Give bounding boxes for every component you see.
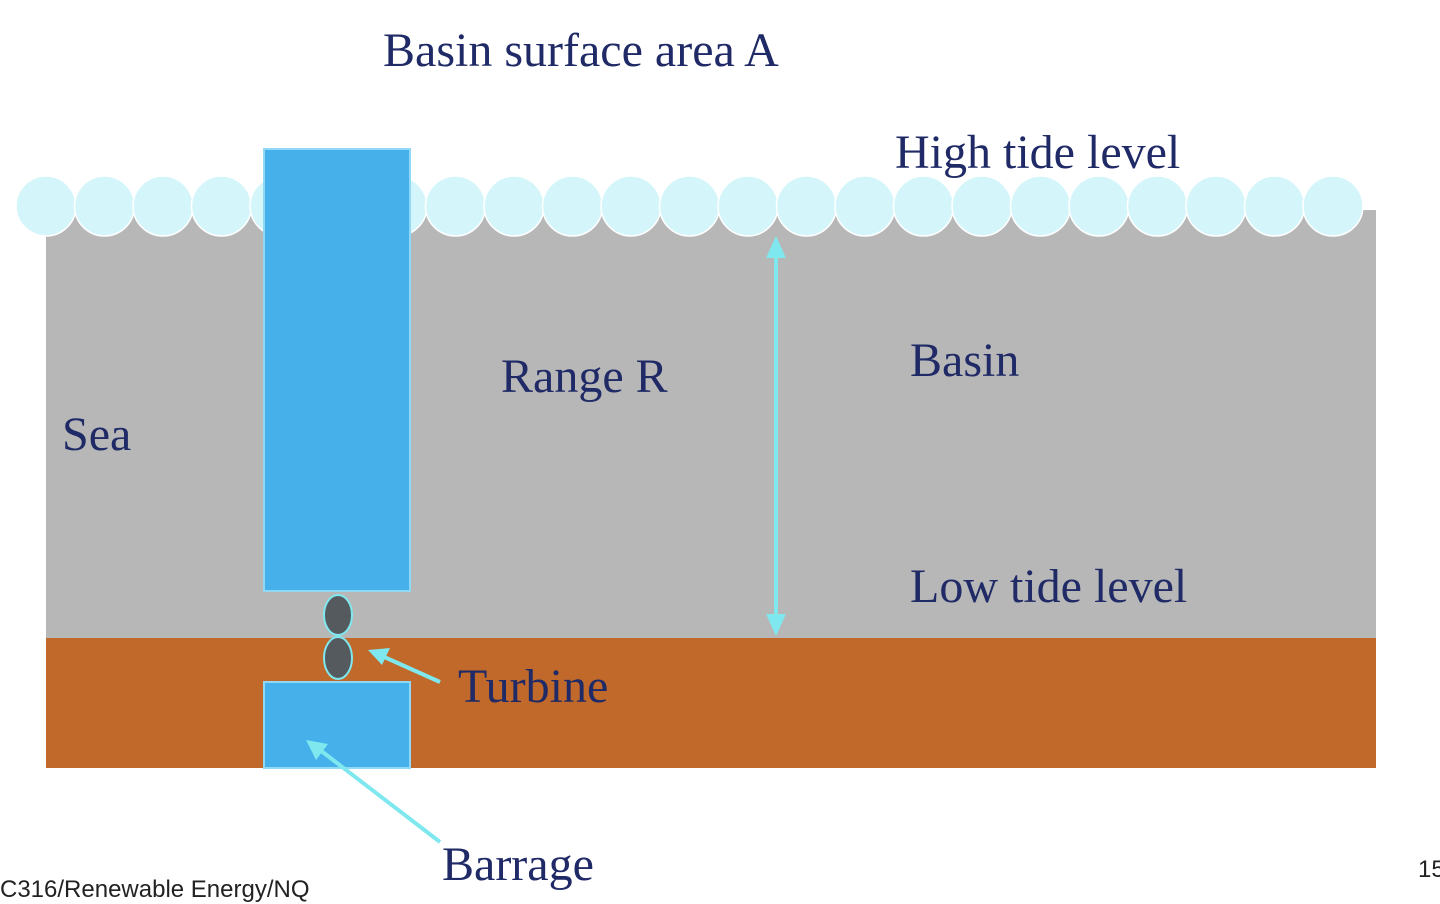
footer-page-number: 15 <box>1418 856 1440 883</box>
wave-crest <box>600 175 662 237</box>
range-arrow <box>766 236 786 636</box>
wave-crest <box>1243 175 1306 237</box>
barrage-lower-block <box>263 681 411 769</box>
wave-crest <box>132 175 194 237</box>
wave-crest <box>775 175 838 237</box>
wave-crest <box>892 175 955 237</box>
wave-crest <box>834 175 896 237</box>
barrage-label: Barrage <box>442 838 594 891</box>
low-tide-level-label: Low tide level <box>910 560 1187 613</box>
basin-label: Basin <box>910 334 1019 387</box>
wave-crest <box>424 175 487 237</box>
wave-crest <box>190 175 253 237</box>
turbine-icon <box>323 594 353 680</box>
high-tide-level-label: High tide level <box>895 126 1180 179</box>
range-label: Range R <box>501 350 668 403</box>
wave-crest <box>1302 175 1364 237</box>
barrage-pointer-arrow <box>306 740 442 844</box>
wave-crests <box>15 175 1364 237</box>
wave-crest <box>1068 175 1130 237</box>
wave-crest <box>541 175 604 237</box>
wave-crest <box>1009 175 1072 237</box>
sea-label: Sea <box>62 408 131 461</box>
basin-surface-area-label: Basin surface area A <box>383 24 779 77</box>
seabed <box>46 638 1376 768</box>
turbine-label: Turbine <box>458 660 608 713</box>
wave-crest <box>717 175 779 237</box>
wave-crest <box>73 175 136 237</box>
wave-crest <box>15 175 77 237</box>
wave-crest <box>1185 175 1247 237</box>
wave-crest <box>483 175 545 237</box>
footer-course-label: C316/Renewable Energy/NQ <box>0 876 310 903</box>
turbine-pointer-arrow <box>368 648 441 684</box>
wave-crest <box>658 175 721 237</box>
wave-crest <box>1126 175 1189 237</box>
wave-crest <box>951 175 1013 237</box>
barrage-upper-block <box>263 148 411 592</box>
